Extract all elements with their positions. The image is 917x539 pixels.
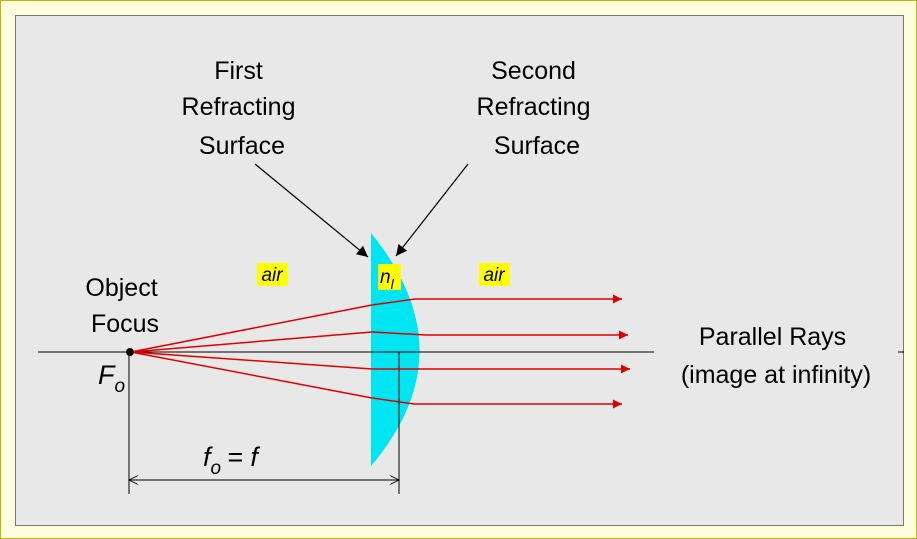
parallel-rays-label: Parallel Rays (image at infinity) (681, 323, 871, 389)
focal-length-label: fo= f (203, 442, 260, 479)
ray-4-in-lens (371, 397, 415, 405)
ray-2-incident (130, 331, 373, 353)
second-surface-label: Second Refracting Surface (477, 57, 598, 160)
lens-index-label: nl (380, 267, 395, 292)
object-focus-label: Object Focus (85, 274, 164, 338)
air-left-highlight (257, 263, 288, 286)
parallel-rays (414, 294, 630, 409)
plano-convex-lens (371, 233, 420, 466)
focal-point-label: Fo (98, 360, 125, 397)
air-right-label: air (483, 265, 505, 286)
ray-1-in-lens (371, 298, 416, 306)
ray-4-incident (130, 351, 373, 399)
air-left-label: air (261, 265, 283, 286)
lens-index-highlight (378, 264, 401, 290)
diagram-panel (15, 15, 904, 526)
first-surface-label: First Refracting Surface (182, 57, 303, 160)
incident-rays (130, 304, 373, 399)
second-surface-pointer (395, 163, 469, 257)
lens-rays (371, 298, 427, 405)
focal-point-dot (126, 348, 134, 356)
ray-3-incident (130, 351, 373, 370)
ray-1-incident (130, 304, 373, 353)
ray-2-in-lens (371, 331, 427, 336)
air-right-highlight (479, 263, 510, 286)
first-surface-pointer (254, 163, 369, 258)
